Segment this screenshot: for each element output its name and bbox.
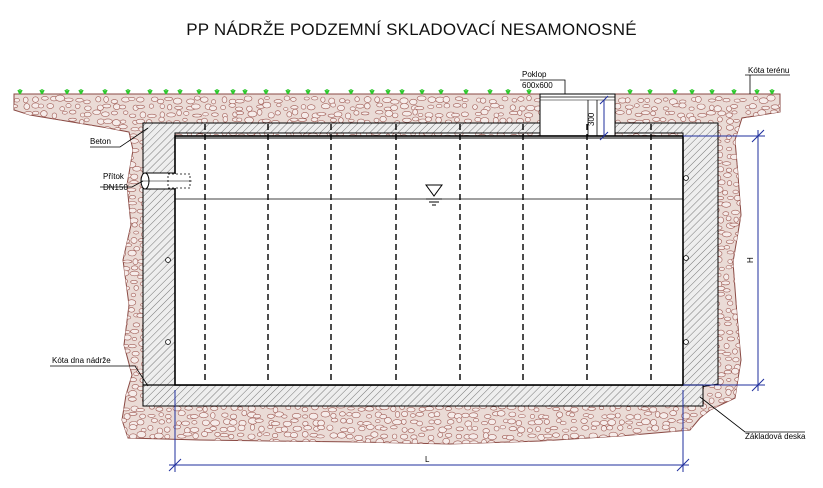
tank-bottom-level-label: Kóta dna nádrže bbox=[52, 356, 111, 365]
internal-stiffeners bbox=[204, 124, 652, 383]
water-level-symbol bbox=[425, 184, 443, 206]
grass-tufts bbox=[17, 89, 775, 95]
dimension-lines bbox=[168, 95, 765, 472]
hatch-size-label: 600x600 bbox=[522, 81, 553, 90]
concrete-label: Beton bbox=[90, 137, 111, 146]
hatch-label: Poklop bbox=[522, 70, 547, 79]
terrain-level-label: Kóta terénu bbox=[748, 66, 789, 75]
inlet-diameter-label: DN150 bbox=[103, 183, 128, 192]
height-dimension-label: H bbox=[746, 257, 755, 263]
page-title: PP NÁDRŽE PODZEMNÍ SKLADOVACÍ NESAMONOSN… bbox=[186, 20, 637, 39]
wall-bolts bbox=[165, 175, 689, 345]
length-dimension-label: L bbox=[425, 455, 430, 464]
inlet-label: Přítok bbox=[103, 172, 125, 181]
hatch-height-label: 300 bbox=[587, 112, 596, 126]
foundation-slab-label: Základová deska bbox=[745, 432, 806, 441]
tank-body bbox=[174, 135, 684, 386]
foundation-slab bbox=[142, 384, 704, 407]
inlet-pipe bbox=[140, 172, 192, 190]
leader-lines bbox=[50, 74, 805, 433]
